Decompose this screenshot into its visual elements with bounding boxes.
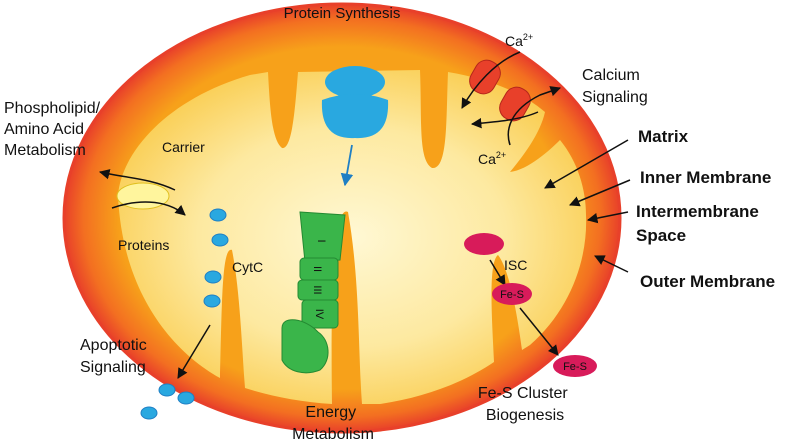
carrier-arrow-in: [111, 201, 186, 216]
complex-ii-label: II: [311, 266, 323, 272]
cytc-molecules: [203, 208, 229, 308]
released-cytc: [140, 383, 195, 420]
outer-membrane-label: Outer Membrane: [640, 272, 775, 291]
intermembrane-pointer: [586, 211, 629, 224]
isc-arrow: [489, 259, 506, 286]
inner-membrane-label: Inner Membrane: [640, 168, 771, 187]
isc-complex: [464, 233, 504, 255]
intermembrane-space-label: Intermembrane Space: [636, 202, 764, 245]
energy-metabolism-label: Energy Metabolism: [292, 404, 374, 443]
matrix-label: Matrix: [638, 127, 689, 146]
etc-complexes: [281, 211, 346, 374]
inner-membrane-pointer: [569, 179, 631, 207]
isc-label: ISC: [504, 257, 527, 273]
carrier-arrow-out: [98, 169, 176, 191]
calcium-bottom-label: Ca2+: [478, 150, 506, 167]
complex-iv-label: IV: [313, 309, 325, 320]
fes-outer-icon: [553, 355, 597, 377]
complex-iii-label: III: [311, 285, 323, 294]
complex-i-label: I: [315, 239, 327, 242]
fes-export-arrow: [519, 307, 559, 356]
calcium-arrow-in: [461, 51, 521, 109]
protein-synthesis-label: Protein Synthesis: [284, 5, 401, 22]
fes-inner-icon: [492, 283, 532, 305]
calcium-top-label: Ca2+: [505, 32, 533, 49]
phospholipid-label: Phospholipid/ Amino Acid Metabolism: [4, 100, 105, 159]
ribosome: [321, 66, 389, 139]
matrix-pointer: [544, 139, 629, 189]
outer-membrane-pointer: [594, 255, 629, 273]
calcium-signaling-label: Calcium Signaling: [582, 67, 648, 106]
fes-inner-label: Fe-S: [500, 289, 524, 301]
carrier-label: Carrier: [162, 139, 205, 155]
fes-outer-label: Fe-S: [563, 361, 587, 373]
ribosome-arrow: [340, 144, 354, 187]
matrix-region: [118, 70, 587, 404]
apoptotic-arrow: [177, 324, 211, 379]
calcium-arrow-mid: [470, 111, 539, 129]
cytc-label: CytC: [232, 259, 263, 275]
proteins-label: Proteins: [118, 237, 169, 253]
calcium-arrow-out: [507, 86, 561, 146]
fes-cluster-biogenesis-label: Fe-S Cluster Biogenesis: [478, 385, 572, 424]
apoptotic-signaling-label: Apoptotic Signaling: [80, 337, 151, 376]
